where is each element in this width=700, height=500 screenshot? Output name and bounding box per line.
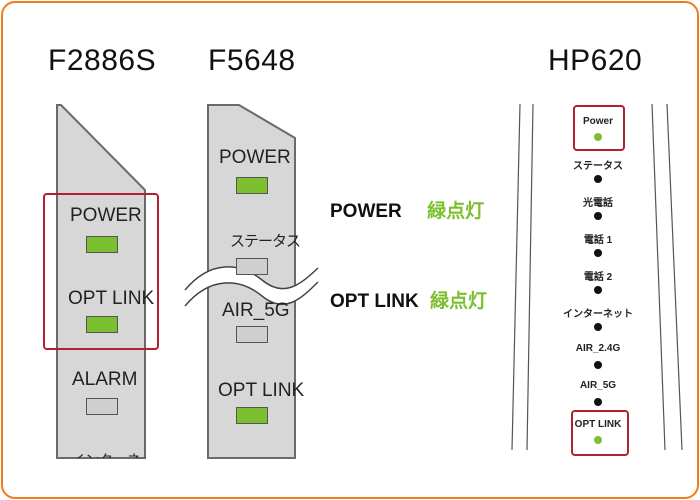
callout-power: POWER 緑点灯 — [330, 196, 484, 223]
hp620-status-led — [594, 175, 602, 183]
f2886s-highlight-box — [43, 193, 159, 350]
f2886s-power-label: POWER — [70, 205, 142, 226]
hp620-air24g-led — [594, 361, 602, 369]
hp620-status-label: ステータス — [573, 161, 623, 172]
f5648-status-led — [236, 258, 268, 275]
f5648-air5g-led — [236, 326, 268, 343]
callout-optlink: OPT LINK 緑点灯 — [330, 286, 487, 313]
break-line-bottom — [184, 281, 319, 307]
hp620-outline-left-inner — [526, 103, 534, 451]
hp620-air5g-label: AIR_5G — [579, 380, 617, 391]
f2886s-optlink-label: OPT LINK — [68, 288, 155, 309]
hp620-hikari-led — [594, 212, 602, 220]
f5648-air5g-label: AIR_5G — [222, 300, 290, 321]
hp620-outline-left-outer — [511, 103, 521, 451]
callout-power-state: 緑点灯 — [427, 201, 485, 222]
callout-optlink-state: 緑点灯 — [429, 291, 487, 312]
break-band — [185, 266, 318, 306]
hp620-outline-right-inner — [651, 103, 666, 451]
hp620-denwa2-label: 電話 2 — [583, 272, 613, 283]
f5648-power-label: POWER — [219, 147, 291, 168]
hp620-outline-right-outer — [666, 103, 683, 451]
callout-power-label: POWER — [330, 201, 402, 222]
hp620-internet-led — [594, 323, 602, 331]
hp620-air24g-label: AIR_2.4G — [575, 343, 621, 354]
hp620-power-label: Power — [582, 116, 614, 127]
hp620-internet-label: インターネット — [563, 309, 633, 320]
f5648-status-label: ステータス — [230, 233, 301, 250]
hp620-optlink-label: OPT LINK — [574, 419, 622, 430]
hp620-denwa1-label: 電話 1 — [583, 235, 613, 246]
f2886s-power-led — [86, 236, 118, 253]
hp620-power-led — [594, 133, 602, 141]
hp620-denwa1-led — [594, 249, 602, 257]
f2886s-alarm-led — [86, 398, 118, 415]
hp620-power-highlight — [573, 105, 625, 151]
hp620-optlink-led — [594, 436, 602, 444]
title-f2886s: F2886S — [48, 44, 157, 77]
hp620-hikari-label: 光電話 — [583, 198, 613, 209]
f5648-optlink-label: OPT LINK — [218, 380, 305, 401]
hp620-optlink-highlight — [571, 410, 629, 456]
f2886s-internet-crop: インターネット — [57, 440, 145, 458]
f5648-optlink-led — [236, 407, 268, 424]
title-f5648: F5648 — [208, 44, 296, 77]
break-line-top — [184, 266, 319, 291]
title-hp620: HP620 — [548, 44, 643, 77]
f2886s-alarm-label: ALARM — [72, 369, 138, 390]
hp620-denwa2-led — [594, 286, 602, 294]
f2886s-optlink-led — [86, 316, 118, 333]
f2886s-internet-label: インターネット — [71, 450, 145, 458]
f5648-power-led — [236, 177, 268, 194]
callout-optlink-label: OPT LINK — [330, 291, 419, 312]
hp620-air5g-led — [594, 398, 602, 406]
